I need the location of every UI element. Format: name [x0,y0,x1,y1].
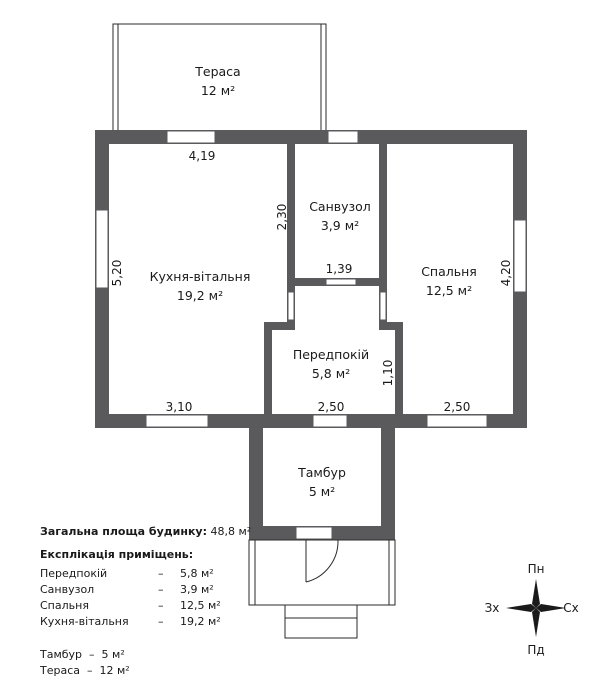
vestibule-area: 5 м² [309,484,335,499]
total-area-value: 48,8 м² [210,525,252,538]
terrace-area: 12 м² [201,83,235,98]
total-area: Загальна площа будинку: 48,8 м² [40,524,251,540]
bedroom-name: Спальня [421,264,477,279]
windows [95,130,527,540]
hallway-name: Передпокій [293,347,369,362]
bathroom-name: Санвузол [309,199,371,214]
list-item: Санвузол – 3,9 м² [40,582,221,598]
item-name: Санвузол [40,583,95,596]
item-area: 5,8 м² [180,567,214,580]
compass-east: Сх [563,601,578,615]
dim-hall-height: 1,10 [381,360,395,387]
compass-icon [506,579,566,637]
item-dash: – [158,567,164,580]
vestibule-summary: Тамбур – 5 м² [40,648,125,661]
item-name: Спальня [40,599,89,612]
terrace-name: Тераса [194,64,240,79]
dim-bedroom-height: 4,20 [499,260,513,287]
dim-hall-bottom: 2,50 [318,400,345,414]
extra-areas: Тамбур – 5 м² Тераса – 12 м² [40,647,130,679]
vestibule-walls [249,420,395,540]
dim-bath-height: 2,30 [275,204,289,231]
terrace-summary: Тераса – 12 м² [40,664,130,677]
dim-kitchen-top: 4,19 [189,149,216,163]
item-dash: – [158,615,164,628]
item-dash: – [158,599,164,612]
total-area-label: Загальна площа будинку: [40,525,207,538]
list-item: Передпокій – 5,8 м² [40,566,221,582]
dim-bedroom-bottom: 2,50 [444,400,471,414]
item-area: 19,2 м² [180,615,221,628]
item-area: 3,9 м² [180,583,214,596]
kitchen-name: Кухня-вітальня [150,269,251,284]
vestibule-name: Тамбур [297,465,346,480]
dim-bath-bottom: 1,39 [326,262,353,276]
porch [248,539,396,639]
bedroom-area: 12,5 м² [426,283,472,298]
entrance-door [305,539,339,583]
dim-kitchen-bottom: 3,10 [166,400,193,414]
explication-title: Експлікація приміщень: [40,548,194,561]
compass-south: Пд [527,643,544,657]
compass-north: Пн [528,562,545,576]
hallway-area: 5,8 м² [312,366,350,381]
item-area: 12,5 м² [180,599,221,612]
dim-kitchen-height: 5,20 [110,260,124,287]
compass-west: Зх [485,601,500,615]
item-name: Передпокій [40,567,108,580]
explication-list: Передпокій – 5,8 м² Санвузол – 3,9 м² Сп… [40,566,221,630]
item-name: Кухня-вітальня [40,615,129,628]
item-dash: – [158,583,164,596]
list-item: Спальня – 12,5 м² [40,598,221,614]
bathroom-area: 3,9 м² [321,218,359,233]
list-item: Кухня-вітальня – 19,2 м² [40,614,221,630]
kitchen-area: 19,2 м² [177,288,223,303]
